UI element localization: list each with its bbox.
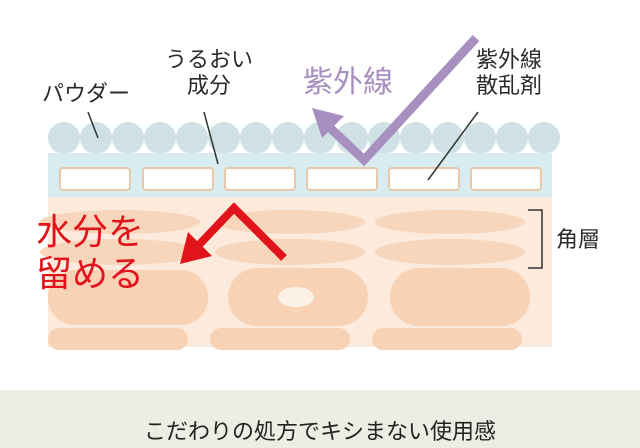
film-layer [48,153,552,197]
uv-arrow [312,34,480,167]
powder-particle [112,122,144,154]
scatter-label: 紫外線 散乱剤 [476,48,542,100]
skin-cell [210,328,350,350]
scatter-label-line1: 紫外線 [476,48,543,73]
powder-particle [400,122,432,154]
skin-cell [390,268,530,326]
moisture-retain-line2: 留める [36,254,145,295]
powder-particle [48,122,80,154]
skin-cell [372,328,522,350]
cell-row-lower [48,268,530,350]
powder-particle [272,122,304,154]
uv-label: 紫外線 [303,65,393,100]
scatter-particle [470,167,542,191]
powder-particles [48,122,560,154]
scatter-particle [388,167,460,191]
scatter-particle [224,167,296,191]
scatter-particle [59,167,131,191]
scatter-particle [142,167,214,191]
powder-label: パウダー [42,82,131,107]
moisture-pointer [203,111,219,165]
skin-cell [215,239,365,265]
uv-scatter-particles [59,167,542,191]
moisture-label-line1: うるおい [164,48,253,73]
scatter-label-line2: 散乱剤 [476,74,543,99]
moisture-label-line2: 成分 [186,74,231,99]
cell-row-top [40,210,525,265]
skin-cell [375,210,525,234]
powder-particle [80,122,112,154]
powder-pointer [87,111,99,139]
skin-cell [48,328,188,350]
powder-particle [176,122,208,154]
footer-band: こだわりの処方でキシまない使用感 [0,390,640,448]
scatter-pointer [427,111,479,181]
skin-layer-diagram [40,34,560,350]
powder-particle [464,122,496,154]
powder-particle [144,122,176,154]
powder-particle [208,122,240,154]
scatter-particle [306,167,378,191]
stratum-bracket [528,209,543,269]
moisture-label: うるおい 成分 [154,48,264,100]
skin-cell [40,210,200,234]
moisture-retain-label: 水分を 留める [36,212,144,296]
powder-particle [528,122,560,154]
cell-nucleus [278,287,314,307]
footer-caption: こだわりの処方でキシまない使用感 [143,420,496,445]
moisture-retention-arrow [180,202,287,264]
stratum-label: 角層 [556,228,601,253]
skin-cell [48,270,208,325]
moisture-retain-line1: 水分を [36,212,145,253]
powder-particle [432,122,464,154]
skin-cell [40,239,200,265]
skin-cell [375,239,525,265]
powder-particle [496,122,528,154]
powder-particle [240,122,272,154]
